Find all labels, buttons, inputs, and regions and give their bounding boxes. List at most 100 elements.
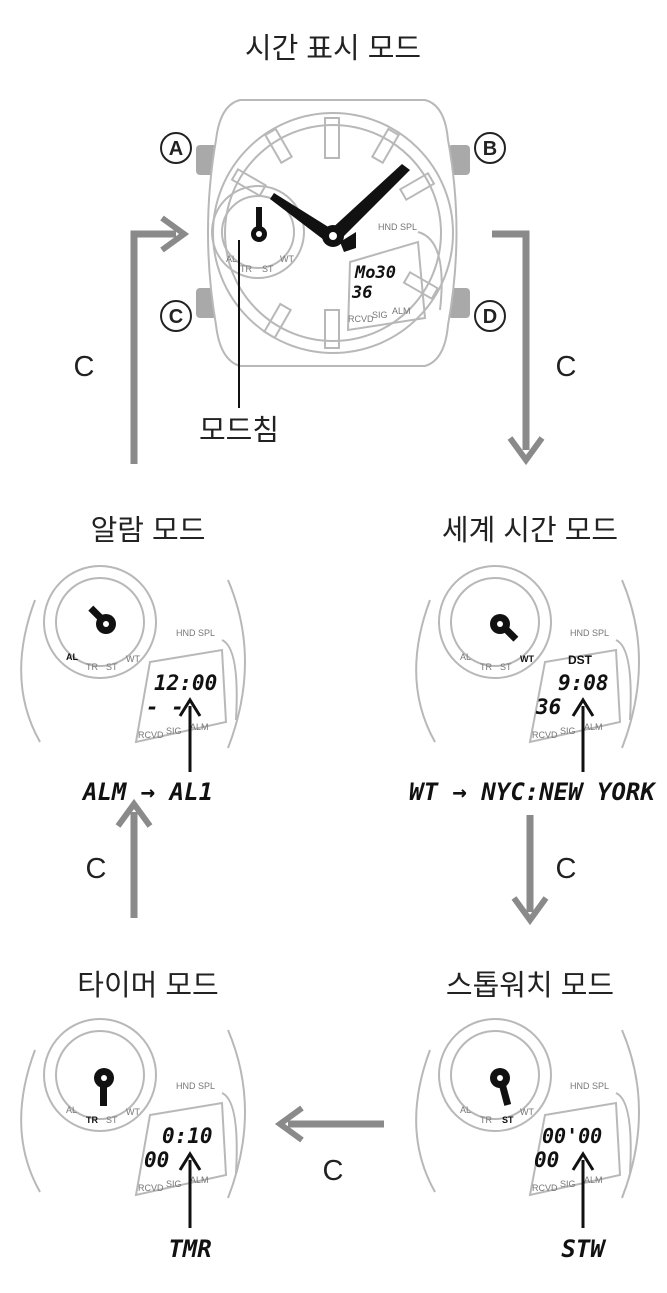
- alarm-label-sig: SIG: [166, 726, 182, 736]
- main-label-sig: SIG: [372, 310, 388, 320]
- stopwatch-label-al: AL: [460, 1105, 471, 1115]
- main-label-rcvd: RCVD: [348, 314, 374, 324]
- stopwatch-label-st: ST: [502, 1115, 514, 1125]
- hands-pivot-cap: [329, 232, 337, 240]
- alarm-subdial: [43, 565, 157, 679]
- world-label-hnd-spl: HND SPL: [570, 628, 609, 638]
- timer-hand-pivot-cap: [101, 1075, 107, 1081]
- mode-hand-pivot-cap: [256, 231, 262, 237]
- timer-dial-edge: [20, 1049, 41, 1193]
- hour-hand: [270, 193, 330, 240]
- transition-arrows: [115, 215, 549, 1143]
- mode-hand: [256, 207, 262, 233]
- alarm-dial-edge-right: [227, 579, 246, 749]
- timer-pointer-head: [178, 1151, 202, 1171]
- world-label-rcvd: RCVD: [532, 730, 558, 740]
- arrow-head-2: [511, 896, 549, 926]
- button-letter-a-text: A: [169, 138, 183, 160]
- mode-hand-label: 모드침: [199, 415, 279, 447]
- main-display-bottom: 36: [351, 283, 372, 303]
- world-time-code: WT → NYC:NEW YORK: [409, 778, 657, 806]
- c-label-bottom: C: [323, 1155, 344, 1187]
- stopwatch-lcd-window: [528, 1101, 622, 1197]
- stopwatch-dial-edge-right: [621, 1029, 640, 1199]
- world-display-top: 9:08: [558, 671, 609, 695]
- button-letter-a: A: [160, 132, 192, 164]
- title-timekeeping-mode: 시간 표시 모드: [245, 33, 421, 65]
- timer-subdial-inner: [55, 1030, 145, 1120]
- world-hand-pivot-cap: [497, 621, 503, 627]
- hour-markers: [230, 127, 440, 340]
- world-label-sig: SIG: [560, 726, 576, 736]
- arrow-head-4: [115, 798, 153, 828]
- timer-label-rcvd: RCVD: [138, 1183, 164, 1193]
- stopwatch-dial-edge: [415, 1049, 436, 1193]
- timer-label-alm: ALM: [190, 1175, 209, 1185]
- alarm-lcd-window: [134, 648, 228, 744]
- stopwatch-lcd-arc: [615, 1092, 632, 1174]
- button-letter-b-text: B: [483, 138, 497, 160]
- arrow-timekeeping-to-world: [492, 230, 530, 450]
- stopwatch-pointer-head: [571, 1151, 595, 1171]
- timer-label-tr: TR: [86, 1115, 98, 1125]
- timer-label-wt: WT: [126, 1107, 140, 1117]
- title-timer-mode: 타이머 모드: [77, 970, 218, 1002]
- world-time-dial: AL TR ST WT HND SPL DST RCVD SIG ALM 9:0…: [415, 565, 640, 772]
- timer-display-bottom: 00: [144, 1148, 169, 1172]
- main-hands: [251, 164, 410, 252]
- stopwatch-label-wt: WT: [520, 1107, 534, 1117]
- alarm-display-top: 12:00: [154, 671, 217, 695]
- timer-label-al: AL: [66, 1105, 77, 1115]
- mode-subdial: [211, 185, 305, 279]
- world-subdial: [438, 565, 552, 679]
- stopwatch-hand-pivot-cap: [497, 1075, 503, 1081]
- timer-lcd-window: [134, 1101, 228, 1197]
- world-lcd-arc: [615, 639, 632, 721]
- world-label-st: ST: [500, 662, 512, 672]
- alarm-hand-pivot-cap: [103, 621, 109, 627]
- stopwatch-label-tr: TR: [480, 1115, 492, 1125]
- timer-lcd-arc: [221, 1092, 238, 1174]
- button-letter-d-text: D: [483, 306, 497, 328]
- alarm-label-wt: WT: [126, 654, 140, 664]
- marker-12: [324, 117, 340, 159]
- c-label-right-mid: C: [556, 853, 577, 885]
- world-label-alm: ALM: [584, 722, 603, 732]
- alarm-label-al: AL: [66, 652, 78, 662]
- stopwatch-subdial-inner: [450, 1030, 540, 1120]
- alarm-label-rcvd: RCVD: [138, 730, 164, 740]
- c-label-right-top: C: [556, 351, 577, 383]
- stopwatch-label-alm: ALM: [584, 1175, 603, 1185]
- marker-6: [324, 309, 340, 349]
- arrow-alarm-to-timekeeping: [130, 230, 176, 464]
- button-letter-c: C: [160, 300, 192, 332]
- main-label-wt: WT: [280, 254, 294, 264]
- button-letter-c-text: C: [169, 306, 183, 328]
- minute-hand: [328, 164, 410, 240]
- button-letter-b: B: [474, 132, 506, 164]
- alarm-label-st: ST: [106, 662, 118, 672]
- alarm-code: ALM → AL1: [81, 778, 213, 806]
- stopwatch-label-hnd-spl: HND SPL: [570, 1081, 609, 1091]
- main-label-st: ST: [262, 264, 274, 274]
- button-letter-d: D: [474, 300, 506, 332]
- stopwatch-code: STW: [561, 1235, 607, 1263]
- alarm-label-hnd-spl: HND SPL: [176, 628, 215, 638]
- world-dial-edge: [415, 599, 436, 743]
- counterweight: [340, 232, 356, 252]
- title-alarm-mode: 알람 모드: [91, 515, 206, 547]
- main-lcd-window: [346, 240, 427, 332]
- main-display-top: Mo30: [354, 263, 396, 283]
- main-label-tr: TR: [240, 264, 252, 274]
- world-label-dst: DST: [568, 653, 593, 667]
- world-pointer-head: [571, 697, 595, 717]
- alarm-label-tr: TR: [86, 662, 98, 672]
- timer-code: TMR: [168, 1235, 211, 1263]
- pusher-b: [448, 145, 470, 175]
- world-subdial-inner: [450, 577, 540, 667]
- alarm-label-alm: ALM: [190, 722, 209, 732]
- mode-subdial-inner: [221, 195, 295, 269]
- stopwatch-dial: AL TR ST WT HND SPL RCVD SIG ALM 00'00 0…: [415, 1018, 640, 1228]
- stopwatch-subdial: [438, 1018, 552, 1132]
